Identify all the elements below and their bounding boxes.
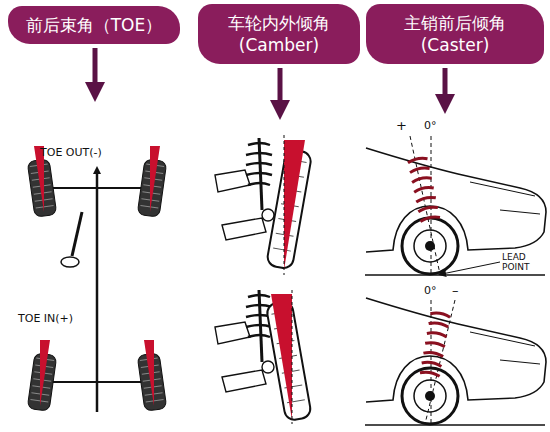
figure-label: LEAD POINT [502,252,542,272]
caster-drawing [365,136,546,425]
figure-label: TOE IN(+) [18,312,73,325]
camber-drawing [215,135,312,424]
heading-banner: 车轮内外倾角 (Camber) [198,4,360,64]
heading-text: 车轮内外倾角 (Camber) [206,12,352,56]
heading-banner: 主销前后倾角 (Caster) [366,4,544,64]
figure-label: 0° [424,284,437,297]
figure-label: + [396,118,407,133]
heading-banner: 前后束角（TOE） [8,6,180,44]
figure-label: TOE OUT(-) [40,146,102,159]
figure-label: 0° [424,119,437,132]
toe-drawing [27,146,167,412]
figure-label: – [452,283,459,298]
heading-text: 主销前后倾角 (Caster) [374,12,536,56]
heading-text: 前后束角（TOE） [16,14,172,36]
